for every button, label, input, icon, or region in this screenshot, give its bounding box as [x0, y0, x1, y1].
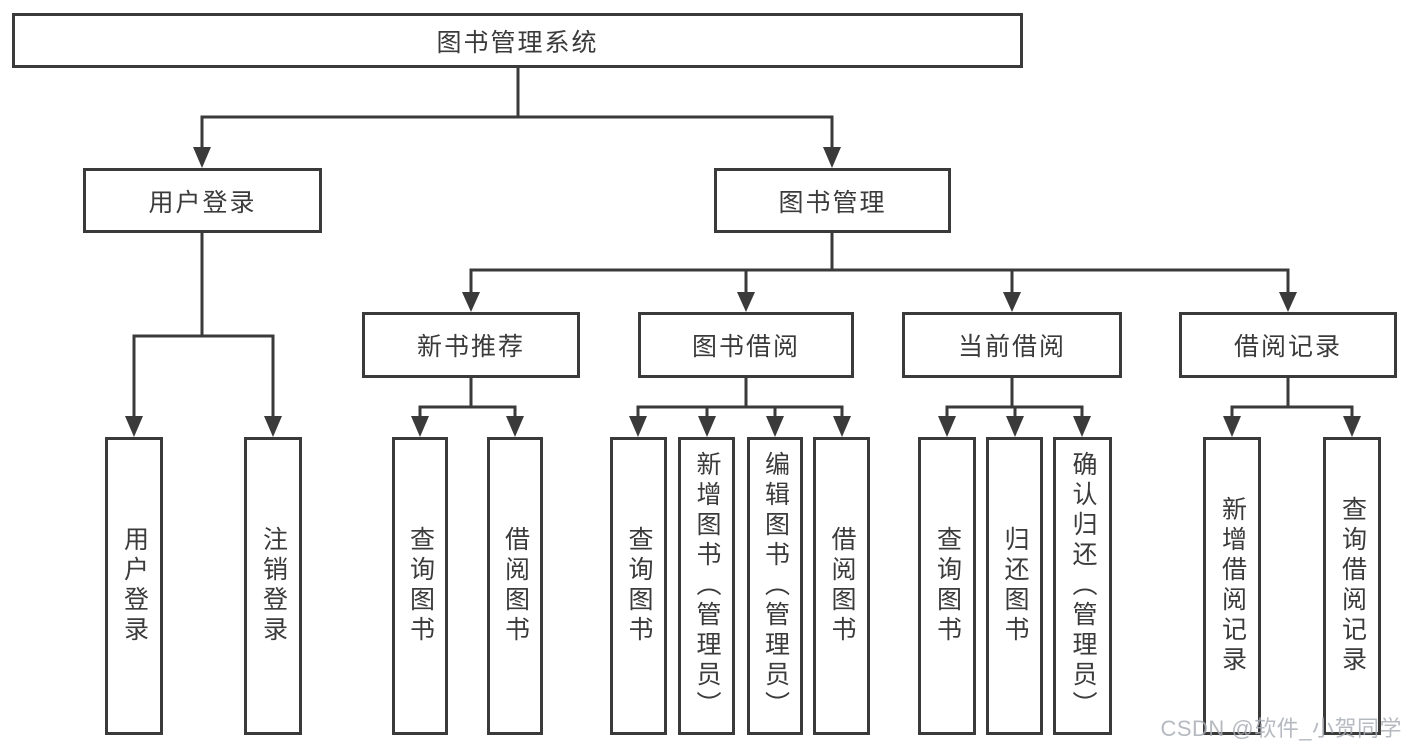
leaf-nb-query-book: 查询图书 — [392, 437, 448, 735]
leaf-nb-query-book-label: 查询图书 — [406, 526, 435, 646]
node-current-borrowing-label: 当前借阅 — [957, 333, 1066, 361]
arrowheads — [125, 147, 1361, 437]
leaf-br-query-record-label: 查询借阅记录 — [1338, 496, 1367, 676]
node-new-book-recommend-label: 新书推荐 — [416, 333, 525, 361]
leaf-cb-confirm-return-admin: 确认归还（管理员） — [1053, 437, 1112, 735]
node-book-borrowing-label: 图书借阅 — [691, 333, 800, 361]
node-book-management-label: 图书管理 — [778, 188, 887, 217]
leaf-br-query-record: 查询借阅记录 — [1323, 437, 1381, 735]
leaf-bb-add-book-admin-label: 新增图书（管理员） — [693, 451, 721, 721]
node-user-login-label: 用户登录 — [148, 188, 257, 217]
leaf-cb-query-book-label: 查询图书 — [933, 526, 962, 646]
leaf-bb-edit-book-admin: 编辑图书（管理员） — [747, 437, 803, 735]
leaf-bb-add-book-admin: 新增图书（管理员） — [678, 437, 735, 735]
leaf-logout-label: 注销登录 — [259, 526, 288, 646]
leaf-cb-confirm-return-admin-label: 确认归还（管理员） — [1069, 451, 1097, 721]
leaf-bb-query-book: 查询图书 — [610, 437, 667, 735]
leaf-bb-borrow-book: 借阅图书 — [813, 437, 870, 735]
node-borrowing-records: 借阅记录 — [1179, 312, 1397, 378]
node-book-management: 图书管理 — [714, 168, 951, 233]
node-root-label: 图书管理系统 — [436, 28, 599, 57]
leaf-br-add-record-label: 新增借阅记录 — [1218, 496, 1247, 676]
leaf-nb-borrow-book: 借阅图书 — [487, 437, 543, 735]
leaf-nb-borrow-book-label: 借阅图书 — [501, 526, 530, 646]
leaf-bb-edit-book-admin-label: 编辑图书（管理员） — [761, 451, 790, 721]
leaf-br-add-record: 新增借阅记录 — [1203, 437, 1261, 735]
node-current-borrowing: 当前借阅 — [902, 312, 1122, 378]
branch-lines — [132, 68, 1354, 418]
leaf-user-login-label: 用户登录 — [120, 526, 149, 646]
leaf-cb-return-book-label: 归还图书 — [1001, 526, 1029, 646]
leaf-user-login: 用户登录 — [105, 437, 163, 735]
node-borrowing-records-label: 借阅记录 — [1233, 333, 1342, 361]
node-root: 图书管理系统 — [12, 13, 1023, 68]
leaf-cb-return-book: 归还图书 — [986, 437, 1043, 735]
node-book-borrowing: 图书借阅 — [638, 312, 854, 378]
node-new-book-recommend: 新书推荐 — [362, 312, 580, 378]
leaf-cb-query-book: 查询图书 — [918, 437, 976, 735]
csdn-watermark: CSDN @软件_小贺同学 — [1160, 716, 1402, 741]
leaf-logout: 注销登录 — [244, 437, 302, 735]
leaf-bb-borrow-book-label: 借阅图书 — [828, 526, 856, 646]
node-user-login: 用户登录 — [83, 168, 322, 233]
leaf-bb-query-book-label: 查询图书 — [625, 526, 653, 646]
